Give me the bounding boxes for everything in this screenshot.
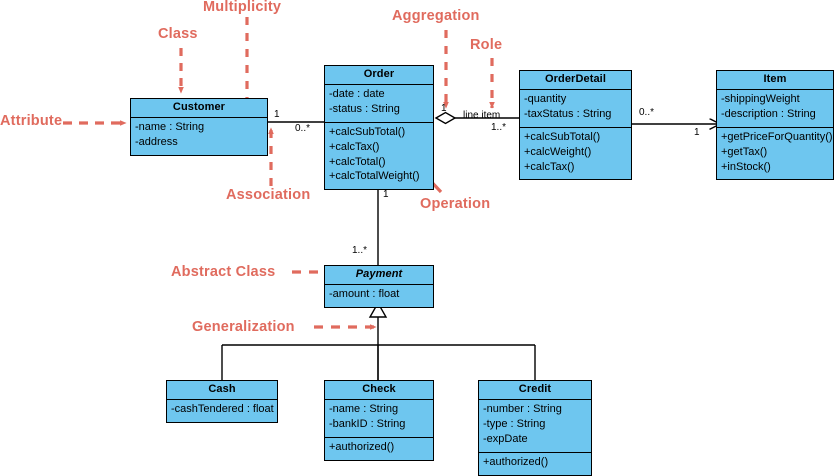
multiplicity-order-orderdetail-target: 1..* — [491, 122, 507, 133]
class-attributes-payment: -amount : float — [325, 285, 433, 307]
attribute-item: -name : String — [329, 403, 399, 415]
operation-item: +calcSubTotal() — [524, 130, 601, 143]
role-label-line-item: line item — [463, 110, 501, 121]
class-attributes-check: -name : String -bankID : String — [325, 400, 433, 437]
class-operations-order: +calcSubTotal() +calcTax() +calcTotal() … — [325, 121, 433, 190]
operation-item: +calcWeight() — [524, 145, 592, 158]
class-operations-check: +authorized() — [325, 436, 433, 460]
attribute-item: -date : date — [329, 88, 385, 100]
attribute-item: -type : String — [483, 417, 546, 430]
class-attributes-cash: -cashTendered : float — [167, 400, 277, 422]
operation-item: +authorized() — [329, 440, 395, 453]
operation-item: +getTax() — [721, 145, 768, 158]
annotation-multiplicity: Multiplicity — [203, 0, 282, 15]
attribute-item: -quantity — [524, 93, 567, 105]
attribute-item: -shippingWeight — [721, 93, 800, 105]
annotation-attribute: Attribute — [0, 113, 63, 129]
attribute-item: -description : String — [721, 107, 816, 120]
class-attributes-customer: -name : String -address — [131, 118, 267, 155]
class-box-payment[interactable]: Payment -amount : float — [324, 265, 434, 308]
operation-item: +calcTax() — [329, 140, 380, 153]
class-attributes-credit: -number : String -type : String -expDate — [479, 400, 591, 452]
operation-item: +calcTotal() — [329, 155, 386, 168]
multiplicity-customer-order-target: 0..* — [295, 123, 311, 134]
attribute-item: -taxStatus : String — [524, 107, 612, 120]
attribute-item: -name : String — [135, 121, 205, 133]
attribute-item: -bankID : String — [329, 417, 406, 430]
operation-item: +calcTotalWeight() — [329, 170, 420, 183]
class-box-check[interactable]: Check -name : String -bankID : String +a… — [324, 380, 434, 461]
class-name-payment: Payment — [325, 266, 433, 285]
operation-item: +calcTax() — [524, 160, 575, 173]
attribute-item: -amount : float — [329, 288, 400, 300]
class-box-item[interactable]: Item -shippingWeight -description : Stri… — [716, 70, 834, 181]
annotation-class: Class — [158, 26, 198, 42]
operation-item: +authorized() — [483, 455, 549, 468]
attribute-item: -cashTendered : float — [171, 403, 274, 415]
class-name-orderdetail: OrderDetail — [520, 71, 631, 90]
class-attributes-orderdetail: -quantity -taxStatus : String — [520, 90, 631, 127]
attribute-item: -address — [135, 135, 178, 148]
class-operations-item: +getPriceForQuantity() +getTax() +inStoc… — [717, 126, 833, 180]
annotation-operation: Operation — [420, 196, 491, 212]
attribute-item: -expDate — [483, 432, 528, 445]
class-name-credit: Credit — [479, 381, 591, 400]
attribute-item: -number : String — [483, 403, 562, 415]
multiplicity-order-payment-source: 1 — [383, 189, 389, 200]
attribute-item: -status : String — [329, 102, 400, 115]
class-box-cash[interactable]: Cash -cashTendered : float — [166, 380, 278, 423]
class-box-order[interactable]: Order -date : date -status : String +cal… — [324, 65, 434, 191]
annotation-association: Association — [226, 187, 311, 203]
class-operations-credit: +authorized() — [479, 451, 591, 475]
class-name-check: Check — [325, 381, 433, 400]
class-box-customer[interactable]: Customer -name : String -address — [130, 98, 268, 156]
class-box-orderdetail[interactable]: OrderDetail -quantity -taxStatus : Strin… — [519, 70, 632, 181]
class-attributes-item: -shippingWeight -description : String — [717, 90, 833, 127]
multiplicity-orderdetail-item-target: 1 — [694, 127, 700, 138]
class-name-order: Order — [325, 66, 433, 85]
class-operations-orderdetail: +calcSubTotal() +calcWeight() +calcTax() — [520, 126, 631, 180]
class-attributes-order: -date : date -status : String — [325, 85, 433, 122]
annotation-role: Role — [470, 37, 503, 53]
annotation-aggregation: Aggregation — [392, 8, 480, 24]
class-name-cash: Cash — [167, 381, 277, 400]
operation-item: +getPriceForQuantity() — [721, 130, 833, 143]
class-name-customer: Customer — [131, 99, 267, 118]
class-box-credit[interactable]: Credit -number : String -type : String -… — [478, 380, 592, 476]
multiplicity-order-payment-target: 1..* — [352, 245, 368, 256]
multiplicity-order-orderdetail-source: 1 — [441, 103, 447, 114]
operation-item: +calcSubTotal() — [329, 125, 406, 138]
annotation-generalization: Generalization — [192, 319, 295, 335]
multiplicity-customer-order-source: 1 — [274, 109, 280, 120]
multiplicity-orderdetail-item-source: 0..* — [639, 107, 655, 118]
annotation-abstract-class: Abstract Class — [171, 264, 276, 280]
class-name-item: Item — [717, 71, 833, 90]
operation-item: +inStock() — [721, 160, 771, 173]
aggregation-diamond — [434, 111, 457, 125]
